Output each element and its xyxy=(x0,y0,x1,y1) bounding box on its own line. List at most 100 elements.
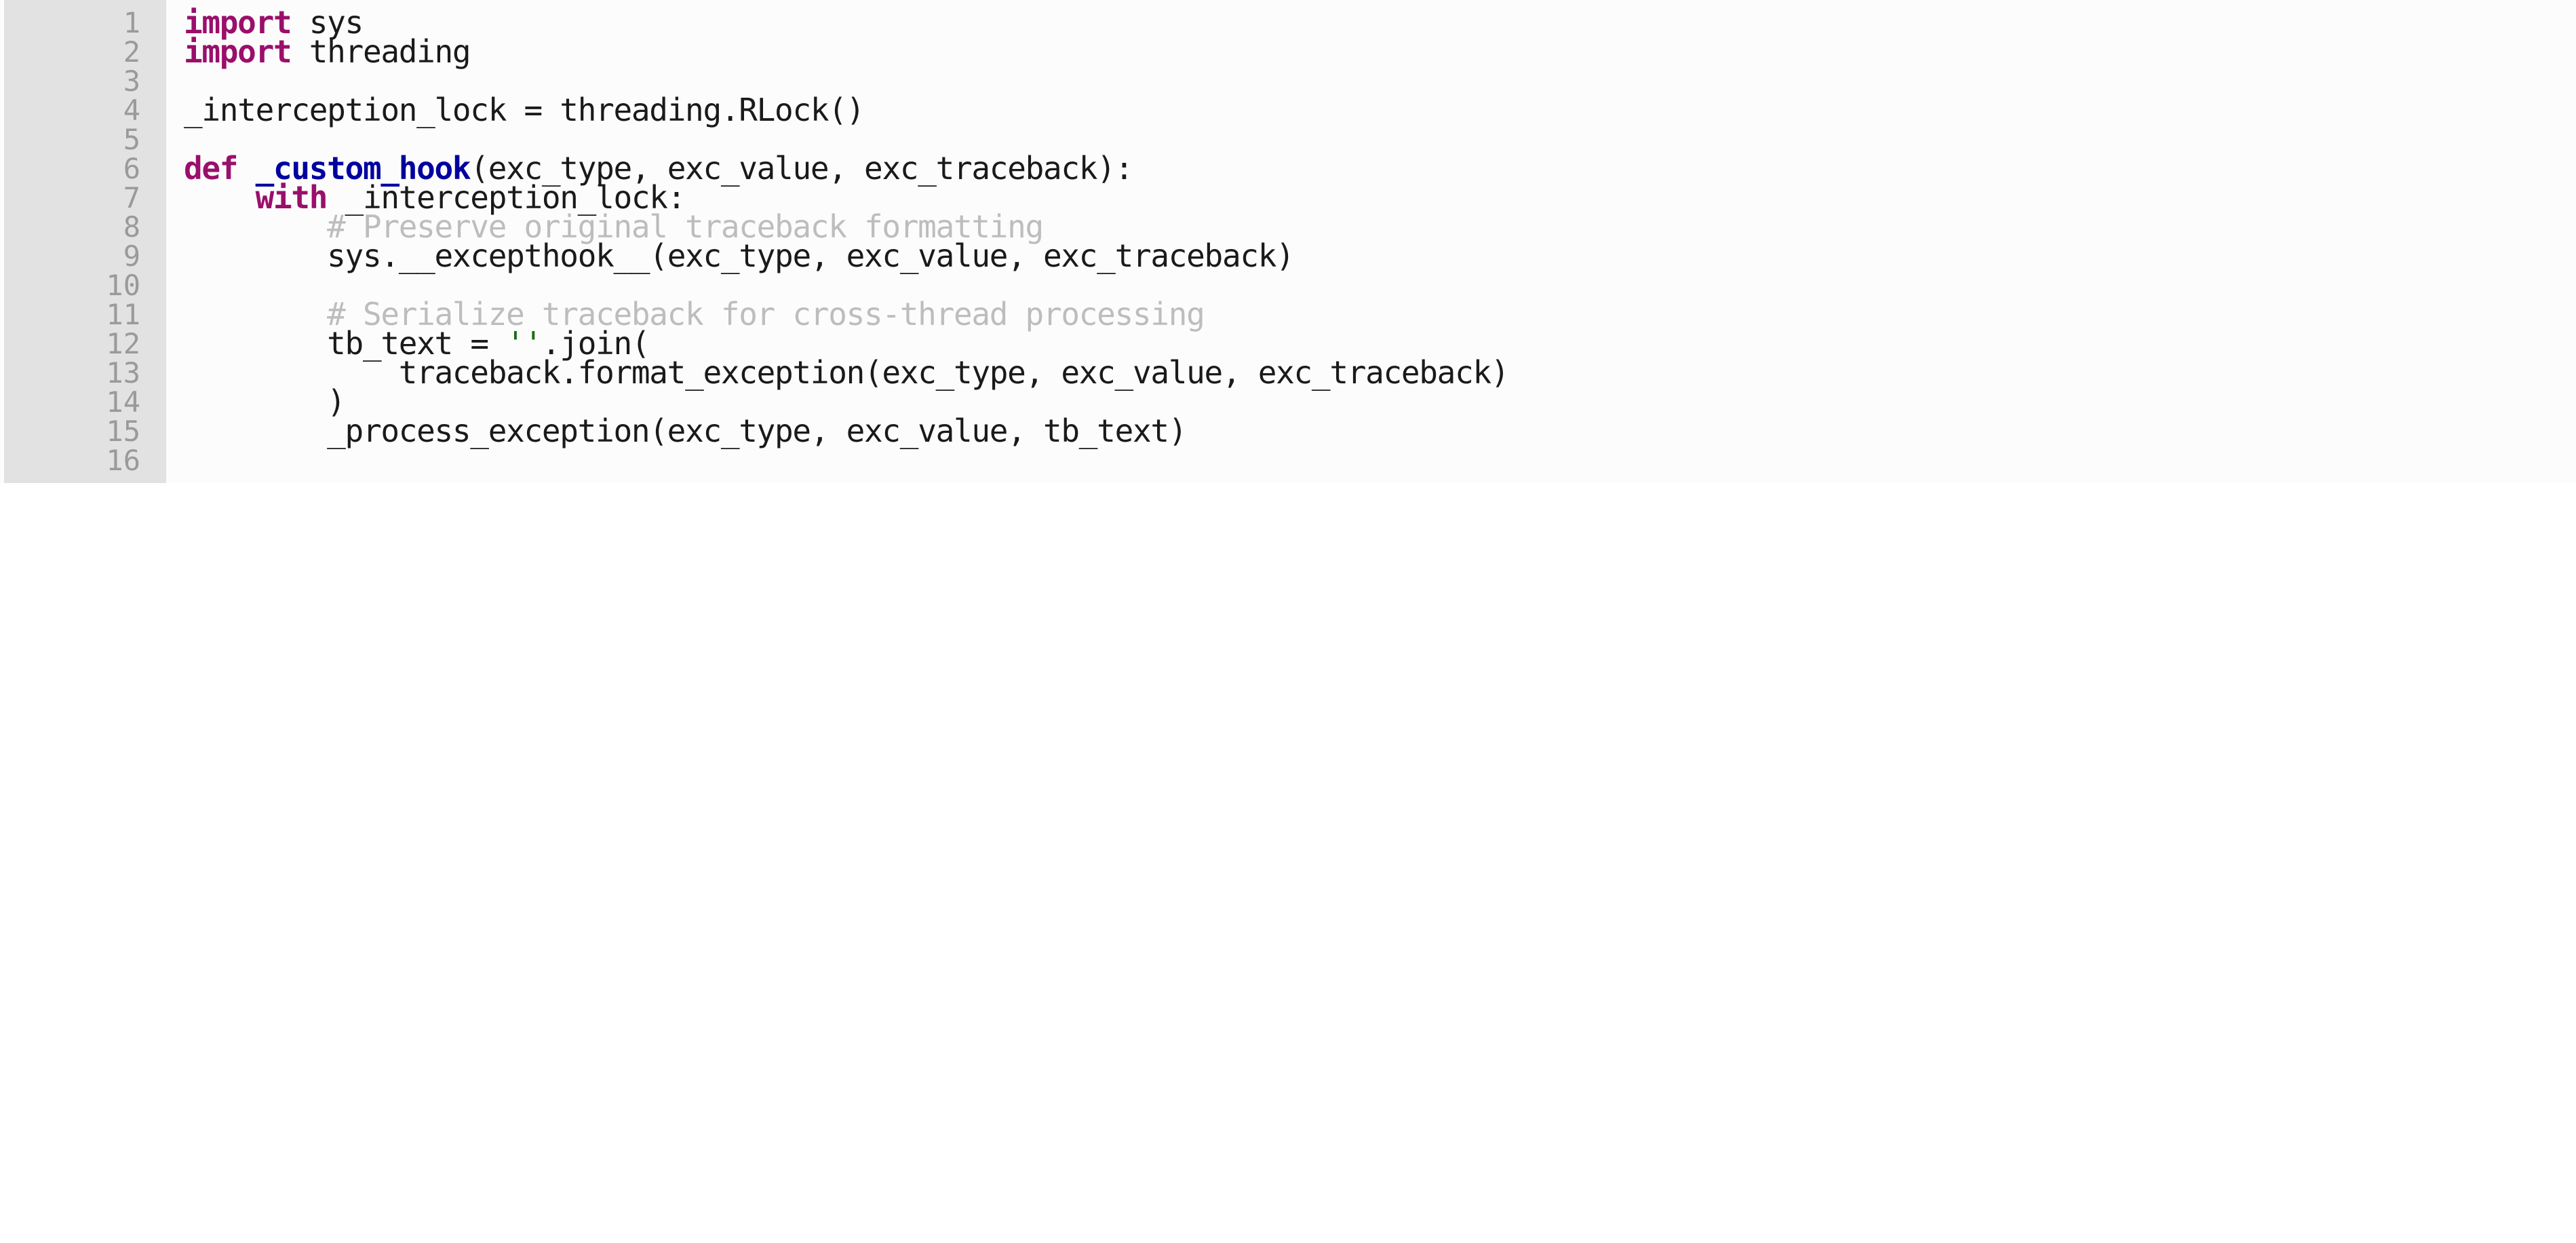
code-token-p: , xyxy=(1007,413,1026,449)
code-token-n: exc_traceback xyxy=(1025,237,1276,274)
code-token-n: sys xyxy=(184,237,382,274)
code-token-p: , xyxy=(810,413,830,449)
code-token-n: join xyxy=(560,325,632,362)
code-line[interactable]: 5​ xyxy=(0,123,2576,156)
line-number: 3 xyxy=(123,64,140,98)
code-token-n: _process_exception xyxy=(184,413,650,449)
code-token-p: . xyxy=(541,325,561,362)
code-line-content[interactable]: # Preserve original traceback formatting xyxy=(166,211,1044,242)
code-token-n: threading xyxy=(291,33,471,70)
code-line-content[interactable]: ​ xyxy=(166,123,184,155)
code-token-o: = xyxy=(524,92,543,128)
code-token-p: ( xyxy=(470,150,489,187)
code-token-n: exc_value xyxy=(1042,354,1223,391)
code-line-content[interactable]: def _custom_hook(exc_type, exc_value, ex… xyxy=(166,153,1133,184)
code-token-fn: _custom_hook xyxy=(255,150,471,187)
code-line[interactable]: 16 ​ xyxy=(0,444,2576,477)
code-token-p: ) xyxy=(1168,413,1188,449)
code-token-p: ( xyxy=(649,237,668,274)
code-line[interactable]: 9 sys.__excepthook__(exc_type, exc_value… xyxy=(0,240,2576,273)
code-line-content[interactable]: sys.__excepthook__(exc_type, exc_value, … xyxy=(166,240,1295,271)
line-number: 6 xyxy=(123,152,140,185)
code-line[interactable]: 4_interception_lock = threading.RLock() xyxy=(0,94,2576,126)
code-token-n: traceback xyxy=(184,354,561,391)
code-line[interactable]: 8 # Preserve original traceback formatti… xyxy=(0,210,2576,244)
line-number: 7 xyxy=(123,181,140,214)
line-number: 12 xyxy=(106,327,140,360)
code-line-content[interactable]: import threading xyxy=(166,36,471,67)
line-number: 8 xyxy=(123,210,140,244)
code-line-content[interactable]: traceback.format_exception(exc_type, exc… xyxy=(166,357,1510,388)
code-token-n: exc_type xyxy=(488,150,632,187)
code-token-k: def xyxy=(184,150,238,187)
code-token-c: # Serialize traceback for cross-thread p… xyxy=(327,296,1205,332)
code-token-n: _interception_lock xyxy=(184,92,524,128)
code-line-content[interactable]: tb_text = ''.join( xyxy=(166,328,650,359)
code-token-n: exc_type xyxy=(667,413,811,449)
line-number: 16 xyxy=(106,444,140,477)
code-line[interactable]: 10 ​ xyxy=(0,269,2576,302)
code-line-content[interactable]: import sys xyxy=(166,7,364,38)
code-line[interactable]: 6 def _custom_hook(exc_type, exc_value, e… xyxy=(0,152,2576,185)
code-line[interactable]: 3​ xyxy=(0,64,2576,98)
line-number: 5 xyxy=(123,123,140,156)
code-token-n: threading xyxy=(541,92,722,128)
code-token-o: = xyxy=(470,325,489,362)
code-line-content[interactable]: ) xyxy=(166,386,346,417)
code-token-p: ( xyxy=(631,325,650,362)
code-token-p: ) xyxy=(1490,354,1510,391)
code-token-n: _interception_lock xyxy=(327,179,668,216)
code-token-n: sys xyxy=(291,4,364,41)
code-token-p: ): xyxy=(1097,150,1133,187)
code-line[interactable]: 11 # Serialize traceback for cross-threa… xyxy=(0,298,2576,331)
code-line[interactable]: 1 import sys xyxy=(0,6,2576,39)
code-line-content[interactable]: ​ xyxy=(166,65,184,96)
code-token-n: RLock xyxy=(739,92,829,128)
code-token-n: exc_value xyxy=(828,413,1009,449)
code-token-p: . xyxy=(720,92,740,128)
line-number-gutter xyxy=(4,0,166,483)
code-line[interactable]: 14 ) xyxy=(0,386,2576,417)
code-token-n: tb_text xyxy=(1025,413,1169,449)
code-token-p: , xyxy=(1222,354,1241,391)
code-line[interactable]: 15 _process_exception(exc_type, exc_valu… xyxy=(0,415,2576,448)
code-token-n: exc_type xyxy=(667,237,811,274)
code-token-n: __excepthook__ xyxy=(398,237,650,274)
code-token-p: , xyxy=(1025,354,1045,391)
code-line-content[interactable]: ​ xyxy=(166,269,184,301)
code-token-c: # Preserve original traceback formatting xyxy=(327,208,1044,245)
code-token-p: : xyxy=(667,179,686,216)
line-number: 1 xyxy=(123,6,140,39)
code-token-k: import xyxy=(184,33,292,70)
code-line-content[interactable]: ​ xyxy=(166,444,184,476)
line-number: 11 xyxy=(106,298,140,331)
code-line-content[interactable]: # Serialize traceback for cross-thread p… xyxy=(166,299,1205,330)
code-token-n: format_exception xyxy=(577,354,865,391)
code-line-content[interactable]: with _interception_lock: xyxy=(166,182,686,213)
code-token-p: , xyxy=(810,237,830,274)
code-token-p: , xyxy=(828,150,847,187)
code-token-p: . xyxy=(380,237,399,274)
line-number: 13 xyxy=(106,356,140,389)
code-token-n: exc_traceback xyxy=(1240,354,1491,391)
code-token-n: exc_type xyxy=(882,354,1026,391)
line-number: 9 xyxy=(123,240,140,273)
line-number: 15 xyxy=(106,415,140,448)
code-token-n: exc_value xyxy=(649,150,830,187)
line-number: 10 xyxy=(106,269,140,302)
code-token-s: '' xyxy=(506,325,543,362)
code-line-content[interactable]: _interception_lock = threading.RLock() xyxy=(166,94,865,126)
code-token-p: ( xyxy=(649,413,668,449)
code-line-content[interactable]: _process_exception(exc_type, exc_value, … xyxy=(166,415,1187,446)
code-line[interactable]: 13 traceback.format_exception(exc_type, … xyxy=(0,356,2576,389)
code-line[interactable]: 7 with _interception_lock: xyxy=(0,181,2576,214)
code-token-n: exc_traceback xyxy=(846,150,1097,187)
code-token-p: , xyxy=(1007,237,1026,274)
code-token-p: () xyxy=(828,92,865,128)
code-line[interactable]: 12 tb_text = ''.join( xyxy=(0,327,2576,360)
code-token-p: ) xyxy=(1276,237,1295,274)
code-token-k: with xyxy=(255,179,328,216)
